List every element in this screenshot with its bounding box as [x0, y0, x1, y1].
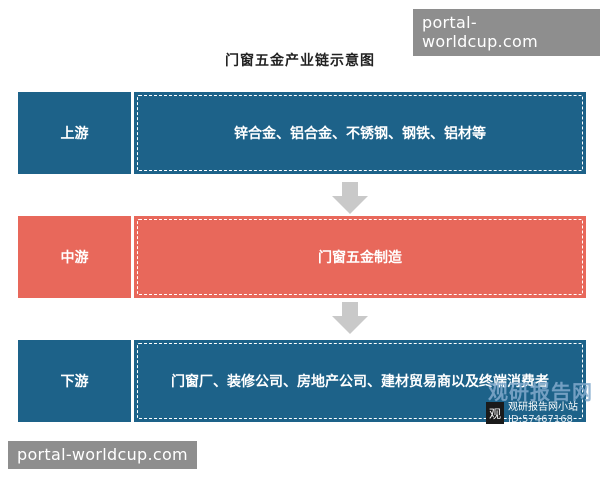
diagram-title: 门窗五金产业链示意图 [225, 53, 375, 69]
stage-downstream-content: 门窗厂、装修公司、房地产公司、建材贸易商以及终端消费者 [171, 374, 549, 390]
logo-subtitle: 观研报告网小站 [508, 402, 578, 413]
logo-name: 观研报告网 [488, 380, 593, 404]
down-arrow-icon [332, 182, 368, 214]
down-arrow-icon [332, 302, 368, 334]
watermark-top: portal-worldcup.com [413, 9, 600, 56]
watermark-bottom: portal-worldcup.com [8, 441, 197, 469]
stage-midstream-box: 门窗五金制造 [134, 216, 586, 298]
stage-midstream-label: 中游 [18, 216, 131, 298]
stage-midstream-content: 门窗五金制造 [318, 250, 402, 266]
logo-mark-icon: 观 [486, 402, 504, 424]
stage-upstream-content: 锌合金、铝合金、不锈钢、钢铁、铝材等 [234, 126, 486, 142]
stage-upstream-label: 上游 [18, 92, 131, 174]
stage-downstream-box: 门窗厂、装修公司、房地产公司、建材贸易商以及终端消费者 [134, 340, 586, 422]
logo-id: ID:57467168 [508, 414, 573, 425]
stage-downstream-label: 下游 [18, 340, 131, 422]
stage-upstream-box: 锌合金、铝合金、不锈钢、钢铁、铝材等 [134, 92, 586, 174]
publisher-logo: 观研报告网 观 观研报告网小站 ID:57467168 [442, 376, 592, 428]
